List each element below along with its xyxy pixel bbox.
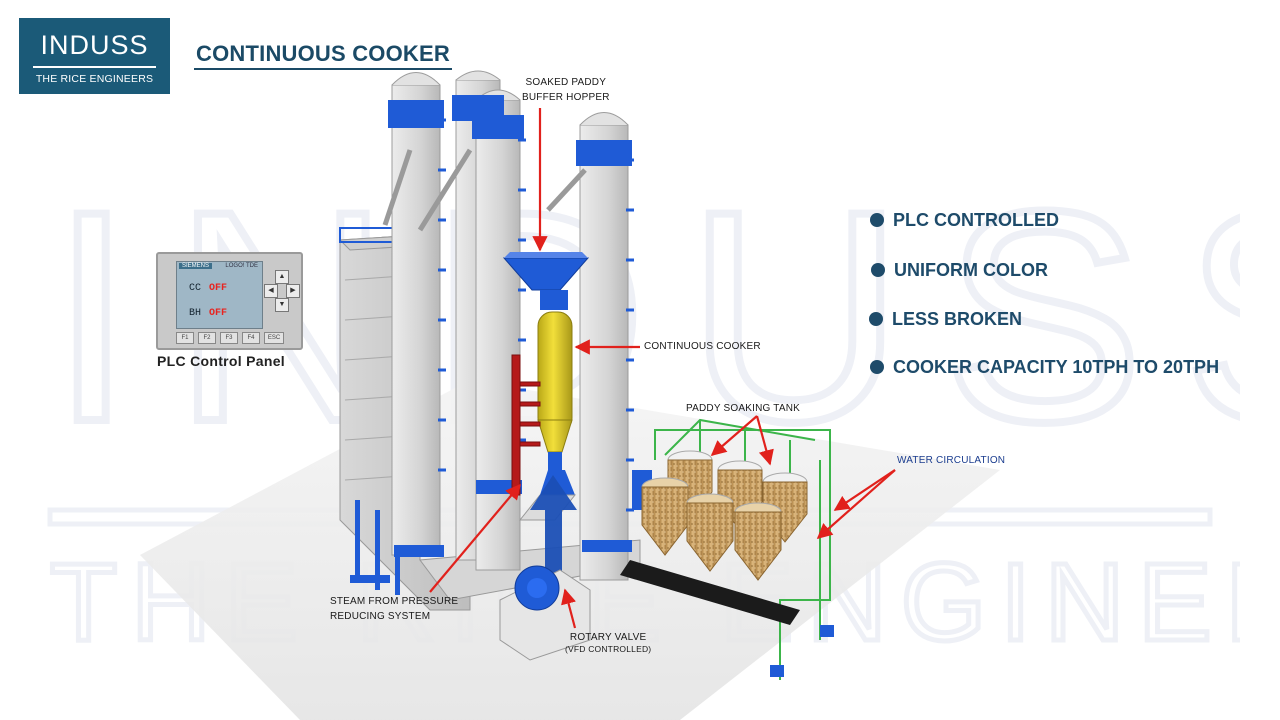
plc-control-panel: SIEMENS LOGO! TDE CC OFF BH OFF ▲ ◀ ▶ ▼ F1… — [156, 252, 303, 350]
label-steam: STEAM FROM PRESSURE REDUCING SYSTEM — [330, 594, 458, 624]
function-key[interactable]: F4 — [242, 332, 260, 344]
plc-row-label: CC — [189, 283, 202, 294]
steam-pipe — [511, 354, 541, 496]
esc-key[interactable]: ESC — [264, 332, 284, 344]
bullet-icon — [869, 312, 883, 326]
arrow-up-key[interactable]: ▲ — [275, 270, 289, 284]
plc-row-bh: BH OFF — [189, 308, 227, 319]
feature-text: UNIFORM COLOR — [894, 260, 1048, 280]
feature-item: UNIFORM COLOR — [871, 260, 1048, 281]
soaking-tanks — [641, 450, 808, 581]
annotation-arrows — [429, 108, 896, 629]
label-buffer-hopper-line1: SOAKED PADDY — [525, 77, 607, 88]
continuous-cooker — [537, 311, 573, 433]
label-continuous-cooker: CONTINUOUS COOKER — [644, 341, 761, 352]
plc-row-status: OFF — [209, 308, 228, 319]
label-steam-line1: STEAM FROM PRESSURE — [330, 596, 459, 607]
function-key[interactable]: F1 — [176, 332, 194, 344]
arrow-left-key[interactable]: ◀ — [264, 284, 278, 298]
plc-brand: SIEMENS — [179, 263, 213, 269]
feature-text: LESS BROKEN — [892, 309, 1023, 329]
feature-item: LESS BROKEN — [869, 309, 1022, 330]
function-key[interactable]: F2 — [198, 332, 216, 344]
plc-function-keys: F1 F2 F3 F4 ESC — [176, 332, 296, 344]
plc-arrow-keys: ▲ ◀ ▶ ▼ — [264, 270, 300, 314]
plc-screen: SIEMENS LOGO! TDE CC OFF BH OFF — [176, 261, 263, 329]
plc-row-status: OFF — [209, 283, 228, 294]
arrow-down-key[interactable]: ▼ — [275, 298, 289, 312]
bullet-icon — [871, 263, 885, 277]
plc-row-cc: CC OFF — [189, 283, 227, 294]
feature-text: PLC CONTROLLED — [893, 210, 1059, 230]
label-rotary-valve-line2: (VFD CONTROLLED) — [565, 644, 652, 654]
plc-model: LOGO! TDE — [225, 263, 258, 269]
flow-arrow — [530, 475, 577, 590]
feature-item: COOKER CAPACITY 10TPH TO 20TPH — [870, 357, 1219, 378]
label-rotary-valve-line1: ROTARY VALVE — [569, 632, 647, 643]
brand-logo: INDUSS THE RICE ENGINEERS — [19, 18, 170, 94]
function-key[interactable]: F3 — [220, 332, 238, 344]
arrow-right-key[interactable]: ▶ — [286, 284, 300, 298]
page-title: CONTINUOUS COOKER — [196, 41, 450, 66]
label-buffer-hopper-line2: BUFFER HOPPER — [522, 92, 610, 103]
label-buffer-hopper: SOAKED PADDY BUFFER HOPPER — [522, 75, 610, 105]
label-rotary-valve: ROTARY VALVE (VFD CONTROLLED) — [565, 632, 651, 655]
feature-text: COOKER CAPACITY 10TPH TO 20TPH — [893, 357, 1220, 377]
plc-row-label: BH — [189, 308, 202, 319]
logo-name: INDUSS — [40, 30, 149, 60]
label-water-circulation: WATER CIRCULATION — [897, 455, 1006, 466]
plc-panel-label: PLC Control Panel — [157, 353, 285, 369]
feature-item: PLC CONTROLLED — [870, 210, 1059, 231]
logo-tagline: THE RICE ENGINEERS — [35, 73, 154, 85]
bullet-icon — [870, 213, 884, 227]
label-steam-line2: REDUCING SYSTEM — [330, 611, 431, 622]
bullet-icon — [870, 360, 884, 374]
title-underline — [194, 68, 452, 70]
logo-divider — [33, 66, 156, 68]
label-soaking-tank: PADDY SOAKING TANK — [686, 403, 801, 414]
